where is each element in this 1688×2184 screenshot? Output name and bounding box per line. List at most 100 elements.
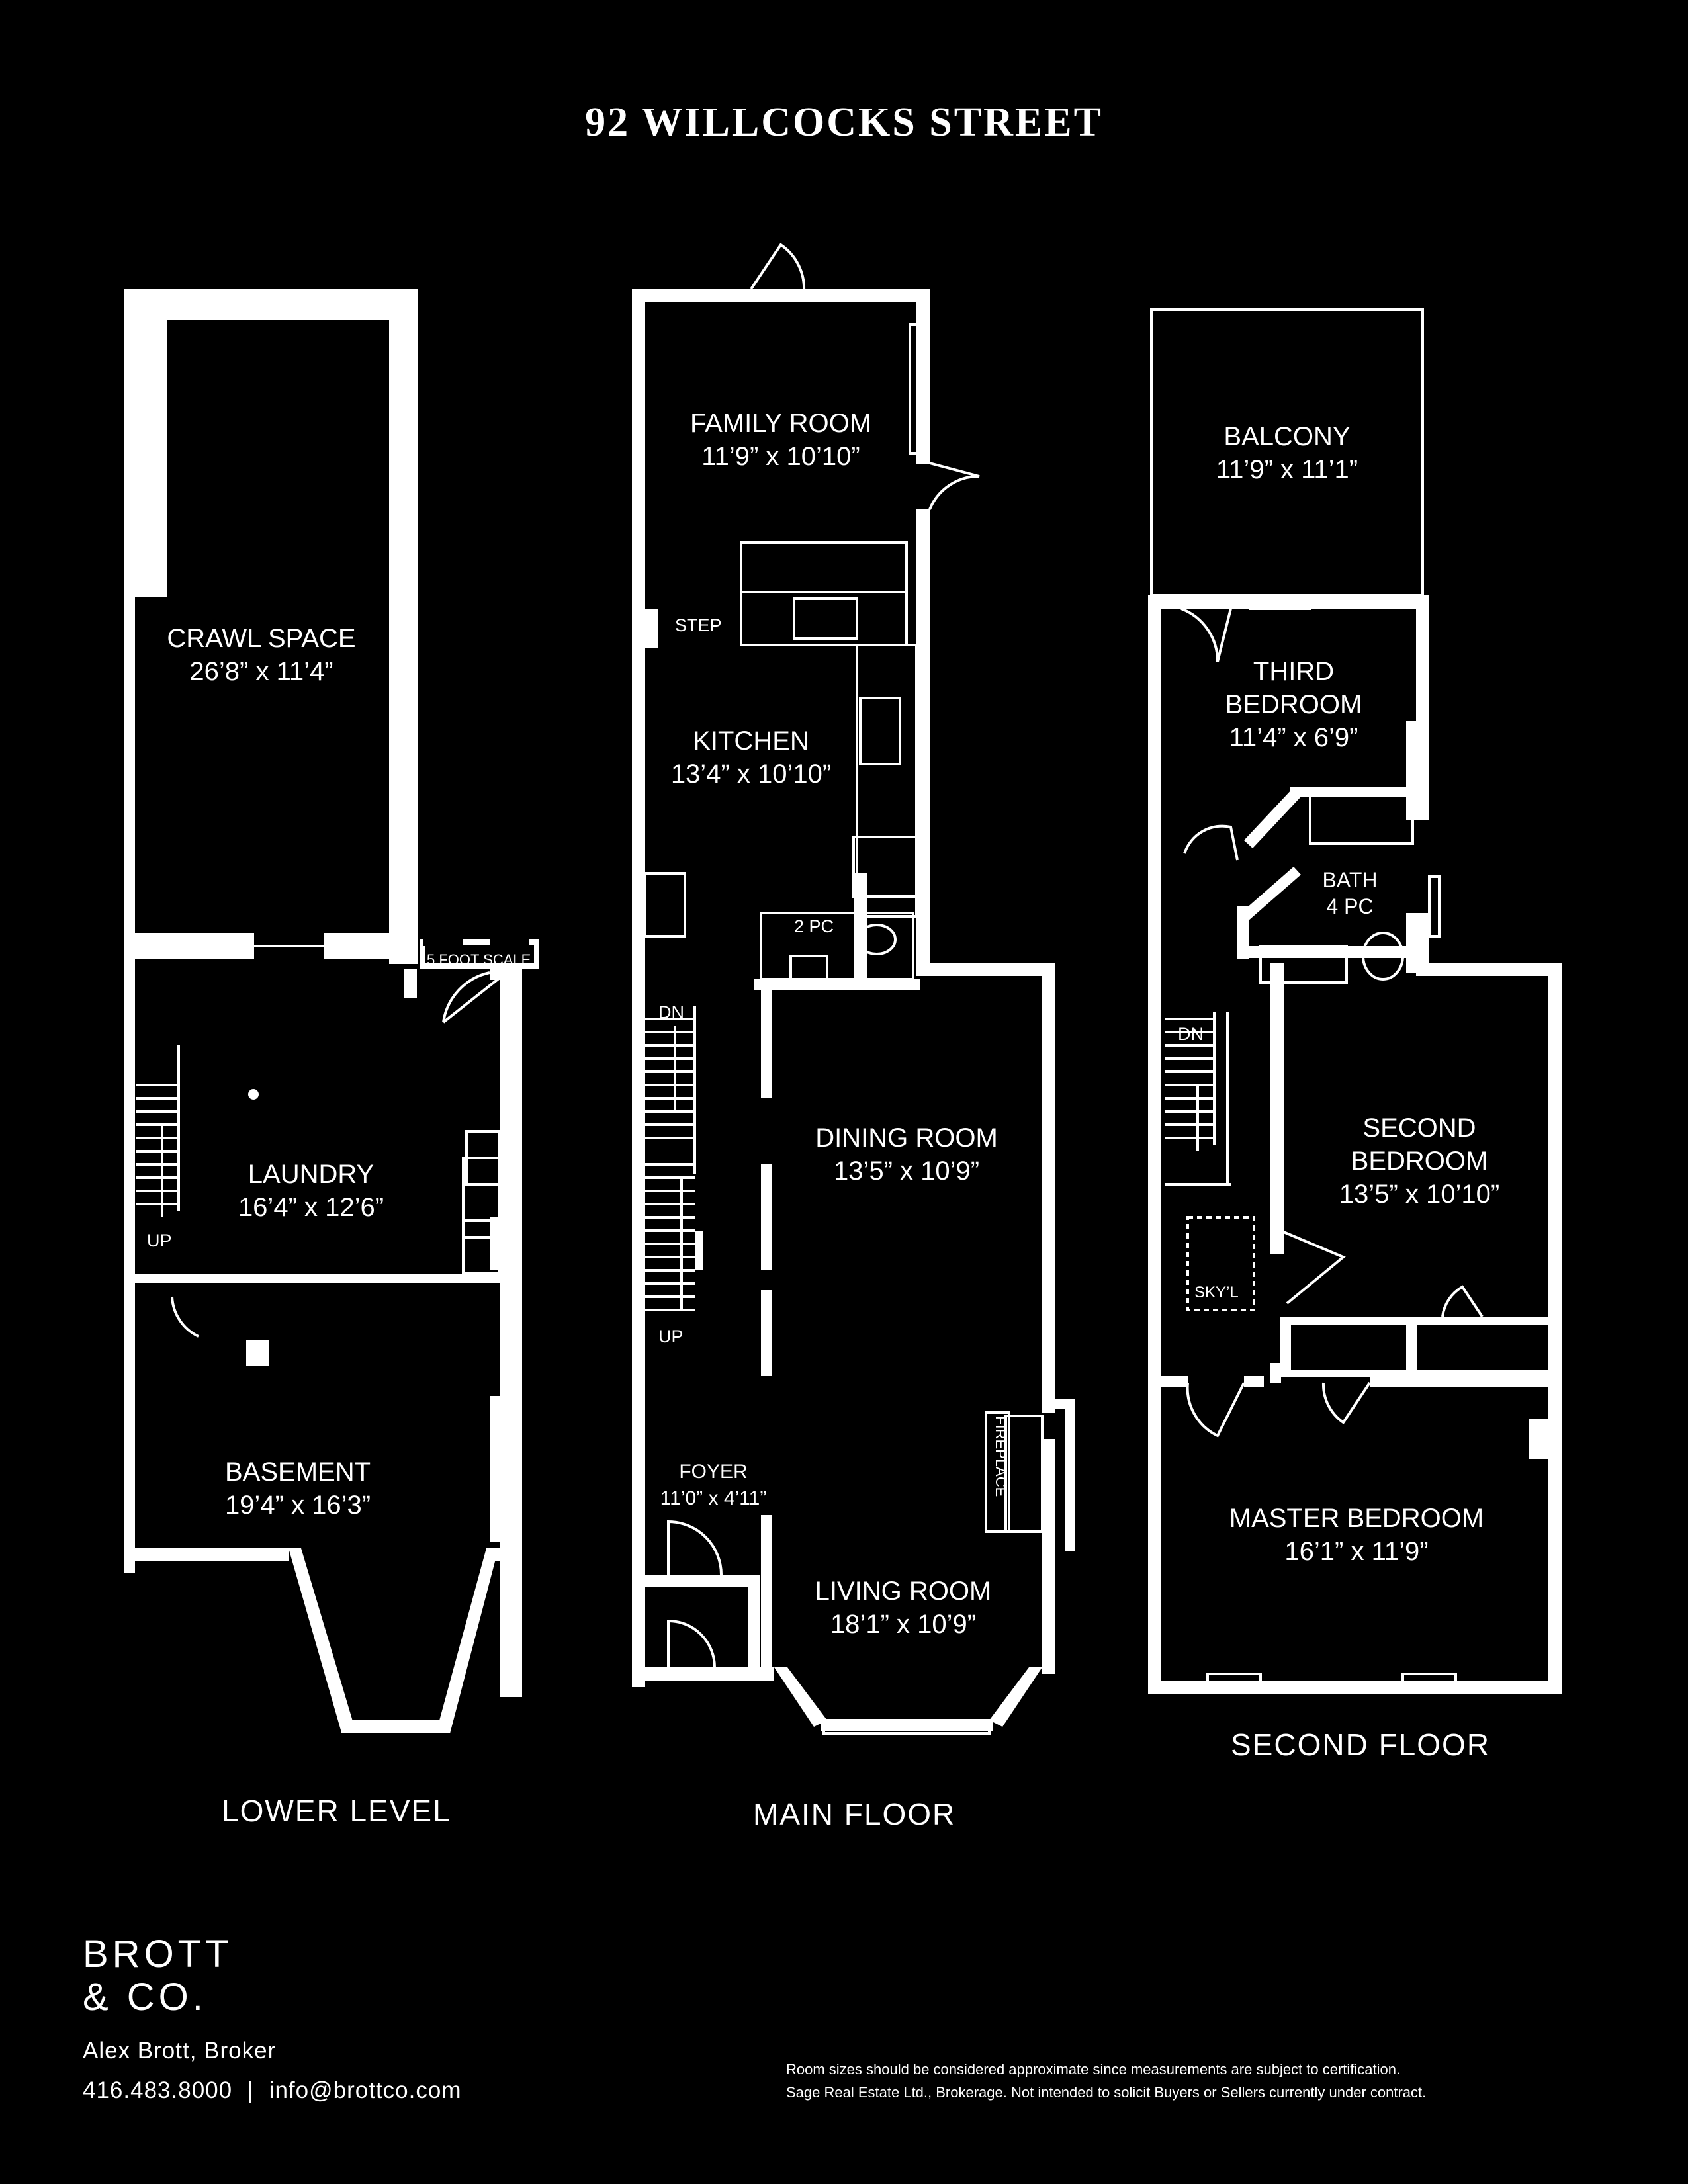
room-name: CRAWL SPACE bbox=[167, 624, 356, 653]
basement-column-marker bbox=[246, 1340, 269, 1366]
room-size: 16’1” x 11’9” bbox=[1284, 1537, 1429, 1566]
family-room-door-swing bbox=[750, 243, 806, 292]
room-size: 13’5” x 10’10” bbox=[1339, 1180, 1500, 1209]
brand-logo-line1: BROTT bbox=[83, 1933, 233, 1976]
scale-bar bbox=[420, 939, 539, 969]
fireplace-label: FIREPLACE bbox=[993, 1416, 1009, 1497]
room-name: FAMILY ROOM bbox=[689, 409, 872, 438]
fireplace-hearth bbox=[1004, 1415, 1044, 1533]
email-link[interactable]: info@brottco.com bbox=[269, 2077, 462, 2103]
main-floor-walls bbox=[632, 289, 1075, 1731]
kitchen-counter bbox=[856, 644, 918, 918]
room-name: KITCHEN bbox=[693, 726, 809, 756]
main-stairs bbox=[645, 1006, 696, 1311]
second-floor-walls bbox=[1148, 595, 1562, 1694]
phone-number[interactable]: 416.483.8000 bbox=[83, 2077, 233, 2103]
powder-room-label: 2 PC bbox=[794, 916, 834, 936]
powder-toilet-icon bbox=[857, 924, 897, 955]
room-size: 4 PC bbox=[1326, 895, 1374, 918]
dining-room-label: DINING ROOM 13’5” x 10’9” bbox=[794, 1121, 1019, 1188]
room-size: 11’4” x 6’9” bbox=[1229, 723, 1358, 752]
skylight-outline bbox=[1186, 1216, 1255, 1311]
laundry-sink-edge bbox=[462, 1157, 504, 1186]
second-bedroom-label: SECOND BEDROOM 13’5” x 10’10” bbox=[1307, 1112, 1532, 1211]
front-door bbox=[667, 1619, 716, 1668]
room-size: 13’4” x 10’10” bbox=[670, 760, 832, 789]
room-size: 11’9” x 11’1” bbox=[1216, 455, 1358, 484]
room-name: FOYER bbox=[679, 1461, 748, 1483]
room-name: BASEMENT bbox=[224, 1458, 371, 1487]
laundry-drain-marker bbox=[248, 1089, 259, 1100]
fridge-icon bbox=[852, 836, 918, 898]
room-name: BALCONY bbox=[1223, 422, 1351, 451]
room-size: 19’4” x 16’3” bbox=[224, 1491, 371, 1520]
basement-door-swing bbox=[171, 1296, 199, 1338]
second-stair-down-label: DN bbox=[1178, 1024, 1204, 1044]
bar-stools bbox=[740, 541, 908, 593]
room-size: 11’0” x 4’11” bbox=[660, 1487, 767, 1509]
powder-room-outline bbox=[760, 912, 914, 981]
balcony-label: BALCONY 11’9” x 11’1” bbox=[1175, 420, 1399, 486]
room-size: 26’8” x 11’4” bbox=[189, 657, 333, 686]
kitchen-sink-icon bbox=[793, 597, 858, 640]
third-bedroom-window bbox=[1249, 594, 1311, 610]
dryer-icon bbox=[462, 1219, 501, 1275]
main-stair-down-label: DN bbox=[658, 1002, 684, 1022]
contact-separator: | bbox=[247, 2077, 254, 2103]
skylight-label: SKY’L bbox=[1194, 1284, 1239, 1301]
bath-window bbox=[1428, 875, 1441, 938]
living-bay-window bbox=[822, 1719, 991, 1735]
side-door-swing bbox=[928, 462, 980, 510]
powder-sink-icon bbox=[789, 955, 828, 981]
kitchen-label: KITCHEN 13’4” x 10’10” bbox=[639, 724, 864, 791]
master-window-right bbox=[1401, 1673, 1457, 1688]
lower-stair-up-label: UP bbox=[147, 1231, 172, 1250]
room-name-line2: BEDROOM bbox=[1225, 690, 1362, 719]
room-name-line1: SECOND bbox=[1362, 1114, 1476, 1143]
family-room-side-window bbox=[909, 323, 924, 455]
third-bedroom-door bbox=[1180, 607, 1232, 662]
bathtub-icon bbox=[1309, 793, 1414, 845]
washer-icon bbox=[462, 1157, 501, 1239]
bath-label: BATH 4 PC bbox=[1277, 867, 1423, 920]
room-name: DINING ROOM bbox=[815, 1123, 998, 1153]
main-stair-up-label: UP bbox=[658, 1327, 684, 1346]
scale-label: 5 FOOT SCALE bbox=[427, 951, 531, 968]
room-name: BATH bbox=[1322, 868, 1378, 892]
family-room-label: FAMILY ROOM 11’9” x 10’10” bbox=[668, 407, 893, 473]
third-bedroom-label: THIRD BEDROOM 11’4” x 6’9” bbox=[1181, 655, 1406, 754]
agent-name: Alex Brott, Broker bbox=[83, 2038, 277, 2064]
master-door-1 bbox=[1186, 1382, 1245, 1438]
brand-logo-line2: & CO. bbox=[83, 1976, 207, 2019]
master-bedroom-label: MASTER BEDROOM 16’1” x 11’9” bbox=[1211, 1502, 1502, 1568]
room-name: MASTER BEDROOM bbox=[1229, 1504, 1484, 1533]
bath-vanity-icon bbox=[1259, 945, 1348, 984]
master-window-left bbox=[1206, 1673, 1262, 1688]
lower-stairs bbox=[136, 1045, 180, 1217]
foyer-inner-door bbox=[667, 1520, 723, 1575]
bath-toilet-icon bbox=[1362, 932, 1404, 981]
room-size: 18’1” x 10’9” bbox=[830, 1610, 977, 1639]
second-bedroom-wall-angle bbox=[1280, 1229, 1346, 1305]
main-floor-label: MAIN FLOOR bbox=[753, 1797, 956, 1831]
step-label: STEP bbox=[675, 615, 722, 635]
fireplace-label-box bbox=[985, 1411, 1010, 1533]
disclaimer-line2: Sage Real Estate Ltd., Brokerage. Not in… bbox=[786, 2084, 1427, 2101]
master-door-2 bbox=[1321, 1381, 1371, 1424]
stove-icon bbox=[859, 697, 901, 765]
lower-level-walls bbox=[124, 289, 522, 1733]
room-size: 11’9” x 10’10” bbox=[701, 442, 860, 471]
disclaimer-line1: Room sizes should be considered approxim… bbox=[786, 2061, 1401, 2077]
basement-label: BASEMENT 19’4” x 16’3” bbox=[185, 1456, 410, 1522]
second-floor-stairs bbox=[1165, 1012, 1231, 1186]
foyer-label: FOYER 11’0” x 4’11” bbox=[647, 1459, 779, 1512]
laundry-door-swing bbox=[442, 971, 490, 1023]
room-name: LIVING ROOM bbox=[815, 1577, 992, 1606]
room-size: 13’5” x 10’9” bbox=[833, 1157, 980, 1186]
living-room-label: LIVING ROOM 18’1” x 10’9” bbox=[791, 1575, 1016, 1641]
kitchen-cabinet bbox=[644, 872, 686, 938]
room-name-line2: BEDROOM bbox=[1351, 1147, 1488, 1176]
bath-door bbox=[1183, 824, 1239, 861]
room-size: 16’4” x 12’6” bbox=[238, 1193, 384, 1222]
